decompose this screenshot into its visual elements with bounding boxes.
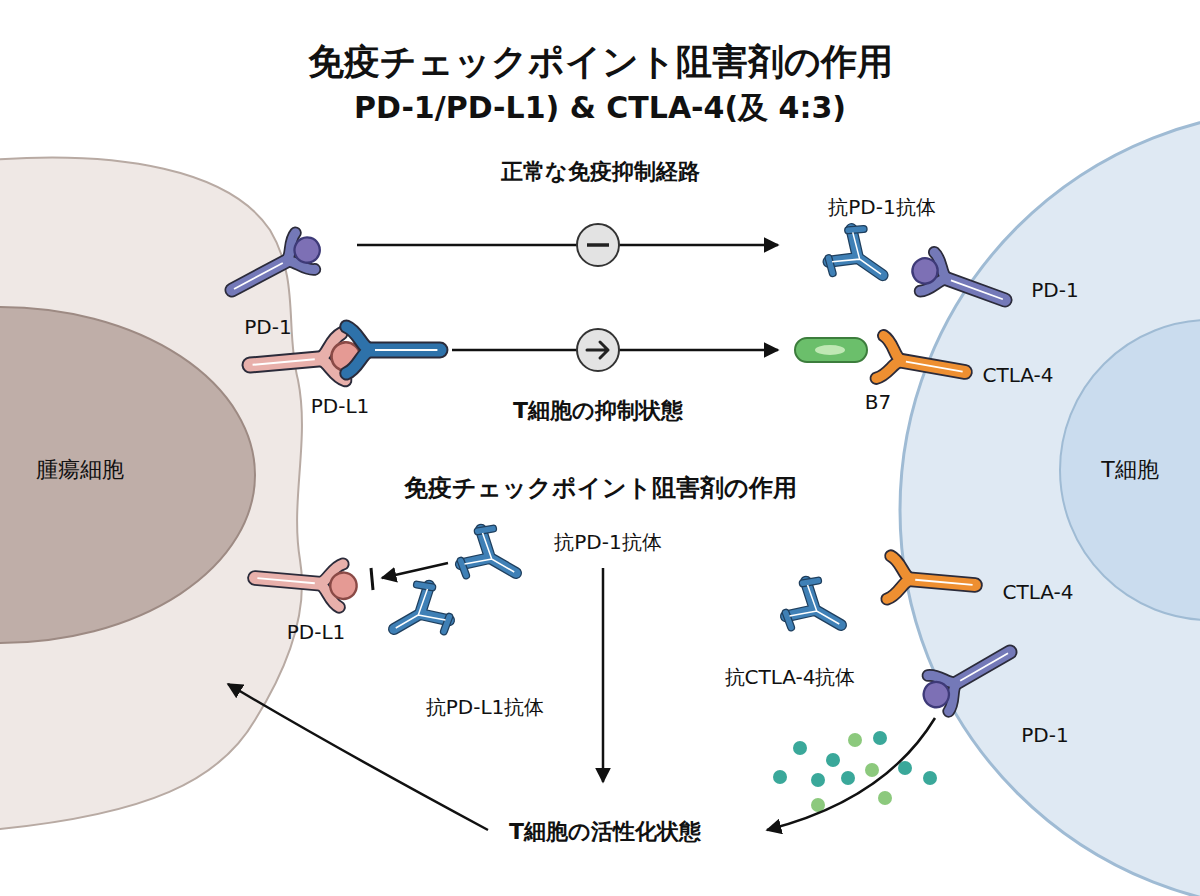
part-label: 抗PD-1抗体 <box>828 196 935 219</box>
receptor-stalk <box>248 334 345 389</box>
cell-nucleus <box>1060 320 1200 620</box>
antibody <box>781 575 855 649</box>
part-label: 抗PD-1抗体 <box>554 531 661 554</box>
part-label: PD-1 <box>1021 724 1068 747</box>
part-label: PD-1 <box>1031 279 1078 302</box>
b7-highlight <box>815 345 845 355</box>
block-bar <box>371 568 373 590</box>
cytokine-dot <box>865 763 879 777</box>
tumor-cell: 腫瘍細胞 <box>0 150 300 850</box>
diagram-title: 免疫チェックポイント阻害剤の作用 <box>308 41 893 82</box>
receptor-stalk <box>887 556 977 607</box>
cell-membrane <box>900 110 1200 896</box>
pd1-receptor <box>915 634 1020 719</box>
cytokine-dot <box>898 761 912 775</box>
antibody <box>381 579 455 653</box>
cytokine-dot <box>878 791 892 805</box>
ctla4-receptor <box>876 336 969 394</box>
heading-label: 正常な免疫抑制経路 <box>501 159 700 184</box>
antibody <box>823 222 898 297</box>
pathway-arrow <box>452 349 778 352</box>
receptor-ball <box>330 341 361 372</box>
receptor-ball <box>329 571 358 600</box>
antibody <box>456 523 530 597</box>
receptor-stalk <box>928 634 1020 711</box>
cytokine-dot <box>811 798 825 812</box>
part-label: CTLA-4 <box>1003 581 1074 604</box>
cytokine-dot <box>826 753 840 767</box>
cell-nucleus <box>0 307 255 643</box>
arrow-sign <box>587 342 608 358</box>
heading-label: PD-1/PD-L1) & CTLA-4(及 4:3) <box>354 91 846 126</box>
part-label: 抗CTLA-4抗体 <box>725 666 856 689</box>
receptor-stalk <box>346 327 440 374</box>
minus-sign <box>587 243 609 247</box>
cytokine-dot <box>773 770 787 784</box>
cytokine-dots <box>773 731 937 812</box>
heading-label: T細胞の活性化状態 <box>509 819 701 844</box>
block-arrow <box>382 563 448 578</box>
part-label: PD-1 <box>244 316 291 339</box>
pd1-blue-receptor <box>346 327 440 374</box>
cytokine-dot <box>848 733 862 747</box>
cytokine-dot <box>793 741 807 755</box>
receptor-ball <box>290 233 324 267</box>
pdl1-receptor <box>253 556 358 608</box>
cell-name: T細胞 <box>1101 457 1158 482</box>
pd1-receptor <box>222 226 328 308</box>
flow-arrow <box>602 568 605 782</box>
receptor-stalk <box>920 252 1012 319</box>
inhibit-symbol <box>577 224 619 266</box>
receptor-ball <box>909 255 941 287</box>
signal-symbol <box>577 329 619 371</box>
part-label: B7 <box>865 391 891 414</box>
receptor-stalk <box>253 556 343 607</box>
cytokine-dot <box>841 771 855 785</box>
receptor-stalk <box>876 336 969 394</box>
cell-name: 腫瘍細胞 <box>36 457 124 482</box>
pdl1-receptor <box>248 332 362 388</box>
heading-label: 免疫チェックポイント阻害剤の作用 <box>404 475 797 503</box>
heading-label: T細胞の抑制状態 <box>513 398 683 423</box>
cell-outline <box>0 150 300 850</box>
receptor-stalk <box>222 233 315 308</box>
cytokine-dot <box>811 773 825 787</box>
part-label: CTLA-4 <box>983 364 1054 387</box>
b7-molecule <box>795 338 867 362</box>
pd1-receptor <box>906 247 1012 319</box>
receptor-ball <box>919 677 954 712</box>
pathway-arrow <box>357 244 778 247</box>
part-label: PD-L1 <box>311 395 370 418</box>
cytokine-dot <box>923 771 937 785</box>
ctla4-receptor <box>887 556 977 607</box>
part-label: 抗PD-L1抗体 <box>426 696 545 719</box>
flow-arrow <box>767 718 935 830</box>
part-label: PD-L1 <box>287 621 346 644</box>
cytokine-dot <box>873 731 887 745</box>
